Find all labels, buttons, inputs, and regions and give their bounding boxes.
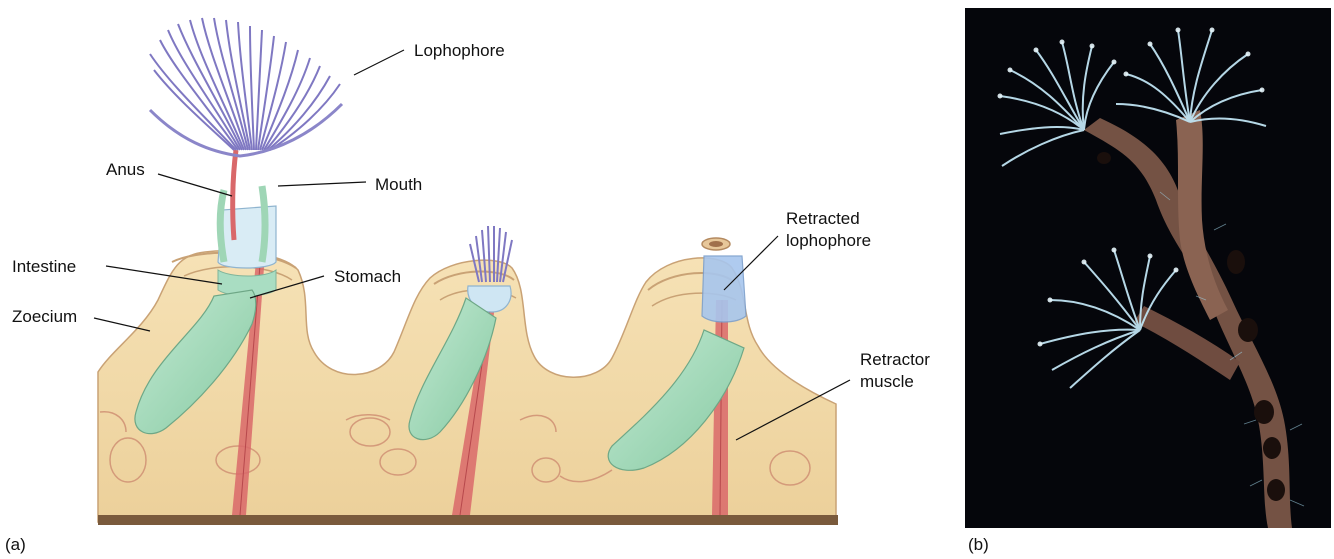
label-anus: Anus xyxy=(106,160,145,179)
label-zoecium: Zoecium xyxy=(12,307,77,326)
base-strip xyxy=(98,515,838,525)
label-retracted-2: lophophore xyxy=(786,231,871,250)
lophophore-leader xyxy=(354,50,404,75)
label-lophophore: Lophophore xyxy=(414,41,505,60)
label-mouth: Mouth xyxy=(375,175,422,194)
mouth-leader xyxy=(278,182,366,186)
label-retractor-1: Retractor xyxy=(860,350,930,369)
label-retractor-2: muscle xyxy=(860,372,914,391)
panel-label-b: (b) xyxy=(968,535,989,554)
anus-leader xyxy=(158,174,232,196)
panel-label-a: (a) xyxy=(5,535,26,554)
bryozoan-photo xyxy=(965,8,1331,528)
label-retracted-1: Retracted xyxy=(786,209,860,228)
zoecium-illustration xyxy=(98,18,838,525)
label-intestine: Intestine xyxy=(12,257,76,276)
label-stomach: Stomach xyxy=(334,267,401,286)
